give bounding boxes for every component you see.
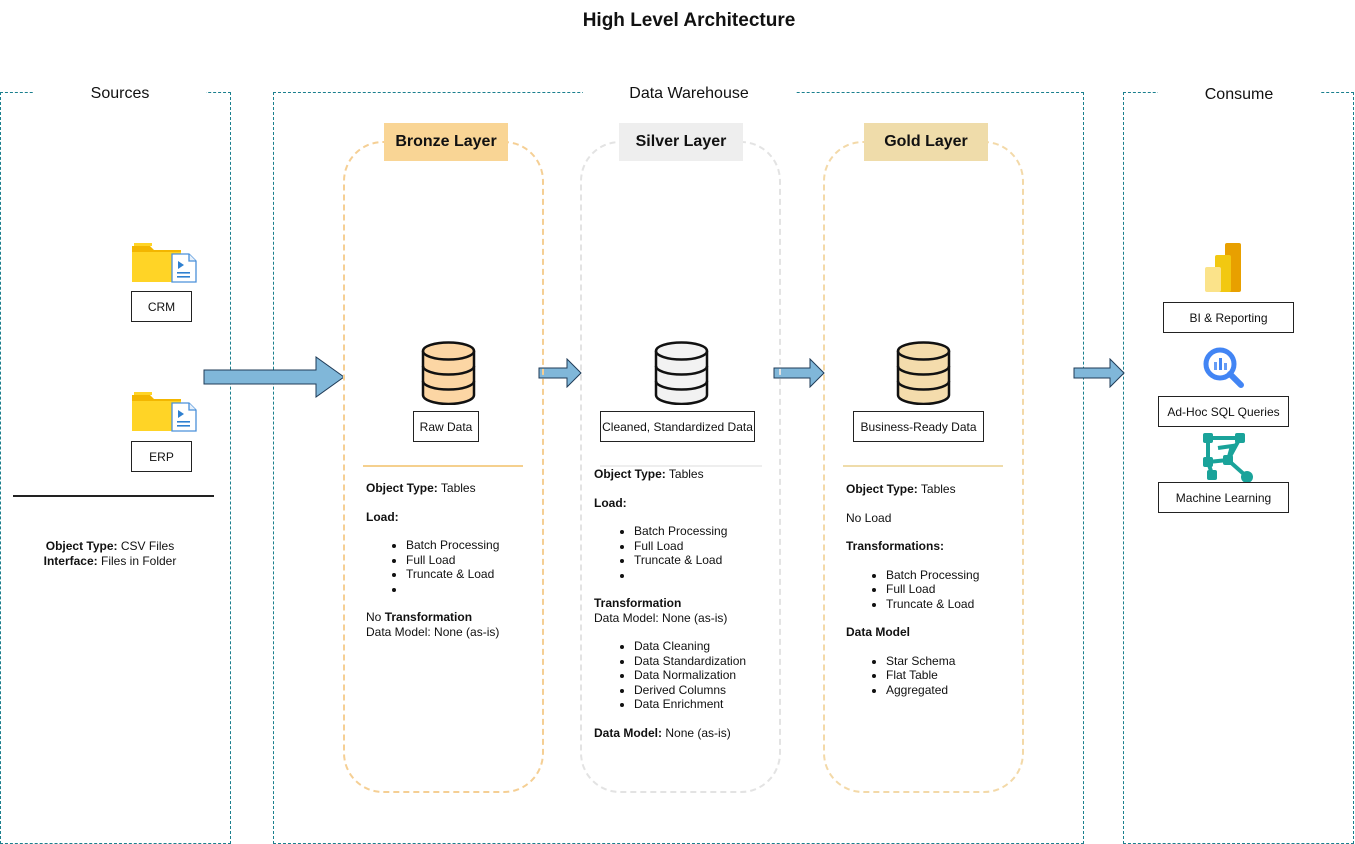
bronze-divider [363, 465, 523, 467]
object-type-value: Tables [437, 481, 476, 495]
transformation-key: Transformation [594, 596, 682, 610]
data-model-key: Data Model: [594, 725, 663, 740]
crm-document-icon [171, 253, 197, 288]
bronze-details: Object Type: Tables Load: Batch Processi… [366, 481, 536, 639]
crm-label-box: CRM [131, 291, 192, 322]
silver-transform-list: Data Cleaning Data Standardization Data … [594, 639, 779, 712]
list-item: Batch Processing [886, 568, 1021, 583]
list-item: Full Load [406, 553, 536, 568]
no-prefix: No [366, 610, 385, 624]
data-model-text: Data Model: None (as-is) [366, 624, 500, 639]
object-type-key: Object Type: [846, 482, 918, 496]
gold-divider [843, 465, 1003, 467]
erp-label-box: ERP [131, 441, 192, 472]
object-type-value: Tables [665, 467, 704, 481]
diagram-title: High Level Architecture [582, 10, 796, 31]
sources-title: Sources [34, 85, 206, 103]
transform-model-text: Data Model: None (as-is) [594, 610, 728, 625]
load-key: Load: [594, 495, 627, 510]
sources-metadata: Object Type: CSV Files Interface: Files … [10, 539, 210, 568]
bi-reporting-label-box: BI & Reporting [1163, 302, 1294, 333]
business-ready-label-box: Business-Ready Data [853, 411, 984, 442]
sql-queries-label-box: Ad-Hoc SQL Queries [1158, 396, 1289, 427]
database-icon [896, 341, 951, 410]
arrow-right-icon [1073, 357, 1125, 393]
list-item: Flat Table [886, 668, 1021, 683]
load-key: Load: [366, 509, 399, 524]
bigquery-search-icon [1203, 347, 1245, 394]
gold-layer-header: Gold Layer [864, 123, 988, 161]
object-type-value: Tables [917, 482, 956, 496]
list-item: Batch Processing [406, 538, 536, 553]
list-item [634, 568, 779, 583]
list-item: Aggregated [886, 683, 1021, 698]
object-type-key: Object Type: [45, 539, 118, 553]
list-item: Full Load [634, 539, 779, 554]
gold-data-model-list: Star Schema Flat Table Aggregated [846, 654, 1021, 698]
power-bi-icon [1203, 242, 1243, 299]
object-type-key: Object Type: [366, 481, 438, 495]
silver-load-list: Batch Processing Full Load Truncate & Lo… [594, 524, 779, 582]
transformation-key: Transformation [384, 610, 473, 624]
data-model-key: Data Model [846, 625, 911, 639]
consume-title: Consume [1158, 86, 1320, 104]
list-item: Star Schema [886, 654, 1021, 669]
interface-key: Interface: [43, 553, 98, 568]
silver-layer-header: Silver Layer [619, 123, 743, 161]
sources-section [0, 92, 231, 844]
arrow-right-icon [538, 357, 582, 393]
machine-learning-label-box: Machine Learning [1158, 482, 1289, 513]
cleaned-data-label-box: Cleaned, Standardized Data [600, 411, 755, 442]
list-item: Truncate & Load [406, 567, 536, 582]
data-warehouse-title: Data Warehouse [583, 85, 795, 103]
sources-divider [13, 495, 214, 497]
bronze-layer-panel [343, 141, 544, 793]
list-item [406, 582, 536, 597]
list-item: Truncate & Load [886, 597, 1021, 612]
database-icon [654, 341, 709, 410]
data-model-value: None (as-is) [662, 725, 731, 740]
silver-details: Object Type: Tables Load: Batch Processi… [594, 467, 779, 740]
bronze-load-list: Batch Processing Full Load Truncate & Lo… [366, 538, 536, 596]
list-item: Data Standardization [634, 654, 779, 669]
list-item: Truncate & Load [634, 553, 779, 568]
arrow-right-icon [203, 356, 345, 403]
list-item: Data Enrichment [634, 697, 779, 712]
erp-document-icon [171, 402, 197, 437]
list-item: Data Cleaning [634, 639, 779, 654]
list-item: Batch Processing [634, 524, 779, 539]
gold-details: Object Type: Tables No Load Transformati… [846, 482, 1021, 697]
bronze-layer-header: Bronze Layer [384, 123, 508, 161]
list-item: Derived Columns [634, 683, 779, 698]
no-load-text: No Load [846, 510, 892, 525]
silver-divider [600, 465, 762, 467]
interface-value: Files in Folder [97, 553, 177, 568]
object-type-value: CSV Files [117, 539, 175, 553]
transformations-key: Transformations: [846, 539, 945, 553]
list-item: Data Normalization [634, 668, 779, 683]
list-item: Full Load [886, 582, 1021, 597]
database-icon [421, 341, 476, 410]
object-type-key: Object Type: [594, 467, 666, 481]
raw-data-label-box: Raw Data [413, 411, 479, 442]
gold-transform-list: Batch Processing Full Load Truncate & Lo… [846, 568, 1021, 612]
machine-learning-icon [1202, 432, 1254, 489]
